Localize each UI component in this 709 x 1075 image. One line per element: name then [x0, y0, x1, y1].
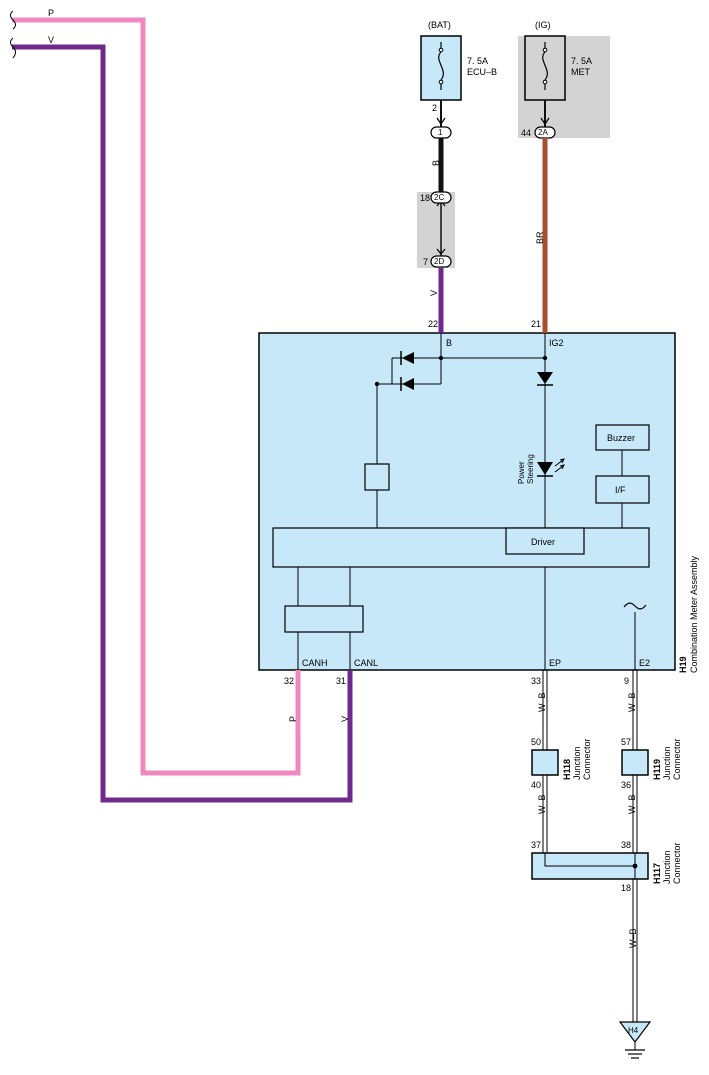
pin-h117-in-b: 38 — [621, 840, 631, 850]
pin-h117-in-a: 37 — [531, 840, 541, 850]
wire-p — [12, 17, 301, 776]
ig-fuse-terminal-bottom — [542, 79, 548, 85]
wire-label-v-can: V — [340, 716, 350, 722]
connector-1 — [430, 126, 452, 139]
power-steering-led — [537, 458, 565, 477]
h117-code: H117 — [652, 863, 662, 884]
diode-ig2 — [537, 372, 553, 386]
arrow-ig — [540, 117, 550, 126]
connector-2d-pin: 7 — [423, 257, 428, 267]
meter-name: Combination Meter Assembly — [689, 555, 699, 673]
ig-fuse-rating: 7. 5A — [571, 56, 592, 66]
arrow-bat — [436, 117, 446, 126]
connector-2d-label: 2D — [434, 257, 444, 266]
terminal-canh: CANH — [302, 658, 328, 668]
wire-label-b: B — [431, 160, 441, 166]
wire-label-br: BR — [535, 231, 545, 244]
terminal-ig2: IG2 — [549, 338, 564, 348]
wire-label-p-can: P — [288, 716, 298, 722]
pin-canl: 31 — [336, 676, 346, 686]
junction-connector-h118 — [531, 749, 559, 776]
arrow-2d — [436, 248, 446, 255]
pin-h117-out: 18 — [621, 883, 631, 893]
wire-label-wb-1: W–B — [537, 692, 547, 712]
driver-block — [505, 527, 585, 555]
wire-label-v-top: V — [48, 35, 54, 45]
ig-source-label: (IG) — [535, 20, 551, 30]
connector-1-label: 1 — [438, 128, 443, 137]
can-transceiver-block — [284, 605, 364, 633]
bat-source-label: (BAT) — [428, 20, 451, 30]
bat-fuse-terminal-top — [438, 47, 444, 53]
h118-line2: Connector — [582, 738, 592, 780]
h117-internal-link — [544, 853, 635, 867]
ground-h4-label: H4 — [628, 1026, 639, 1035]
h119-code: H119 — [652, 759, 662, 780]
ground-h4-icon — [618, 1021, 652, 1059]
h117-line1: Junction — [662, 850, 672, 884]
pin-ep: 33 — [531, 676, 541, 686]
pin-meter-ig2: 21 — [531, 319, 541, 329]
wire-v — [12, 44, 353, 803]
terminal-e2: E2 — [639, 658, 650, 668]
junction-dot-ig2 — [542, 355, 548, 361]
pin-h118-out: 40 — [531, 780, 541, 790]
interface-block — [595, 475, 650, 504]
diode-lower — [400, 377, 414, 391]
pin-h118-in: 50 — [531, 737, 541, 747]
junction-connector-h119 — [621, 749, 649, 776]
power-steering-label-1: Power — [517, 461, 526, 484]
ig-fuse-name: MET — [571, 67, 591, 77]
transistor-block — [364, 463, 390, 491]
pin-bat-out: 2 — [432, 103, 437, 113]
buzzer-block — [595, 424, 650, 451]
buzzer-label: Buzzer — [607, 433, 635, 443]
h119-line2: Connector — [672, 738, 682, 780]
pin-h119-out: 36 — [621, 780, 631, 790]
h117-line2: Connector — [672, 842, 682, 884]
connector-2c — [430, 191, 452, 204]
pin-meter-b: 22 — [428, 319, 438, 329]
pin-canh: 32 — [284, 676, 294, 686]
wire-label-v-meter: V — [429, 290, 439, 296]
driver-label: Driver — [531, 537, 555, 547]
interface-label: I/F — [615, 485, 626, 495]
h118-code: H118 — [562, 759, 572, 780]
junction-dot-b — [438, 355, 444, 361]
bat-fuse-rating: 7. 5A — [467, 56, 488, 66]
wire-wb — [542, 670, 638, 1022]
power-steering-label-2: Steering — [526, 454, 535, 484]
wire-label-wb-3: W–B — [537, 794, 547, 814]
wire-label-wb-2: W–B — [627, 692, 637, 712]
pin-h119-in: 57 — [621, 737, 631, 747]
wire-break-mark-v — [10, 37, 16, 59]
connector-2a-label: 2A — [538, 128, 548, 137]
meter-code: H19 — [678, 656, 688, 673]
junction-dot-diode — [374, 381, 380, 387]
connector-2a-pin: 44 — [521, 128, 531, 138]
terminal-b: B — [446, 338, 452, 348]
wire-break-mark-p — [10, 10, 16, 30]
connector-2d — [430, 255, 452, 268]
terminal-canl: CANL — [354, 658, 378, 668]
connector-2c-pin: 18 — [420, 193, 430, 203]
connector-2c-label: 2C — [434, 193, 444, 202]
wire-label-p-top: P — [48, 8, 54, 18]
ig-fuse-terminal-top — [542, 47, 548, 53]
diode-upper — [400, 351, 414, 365]
bat-fuse-terminal-bottom — [438, 79, 444, 85]
terminal-ep: EP — [549, 658, 561, 668]
wire-label-wb-5: W–B — [628, 928, 638, 948]
meter-cpu-block — [272, 527, 650, 568]
bat-fuse-name: ECU–B — [467, 67, 497, 77]
noise-filter-icon — [623, 602, 647, 610]
wire-label-wb-4: W–B — [627, 794, 637, 814]
pin-e2: 9 — [624, 676, 629, 686]
h118-line1: Junction — [572, 746, 582, 780]
h119-line1: Junction — [662, 746, 672, 780]
connector-2c-2d-shade — [417, 192, 455, 268]
